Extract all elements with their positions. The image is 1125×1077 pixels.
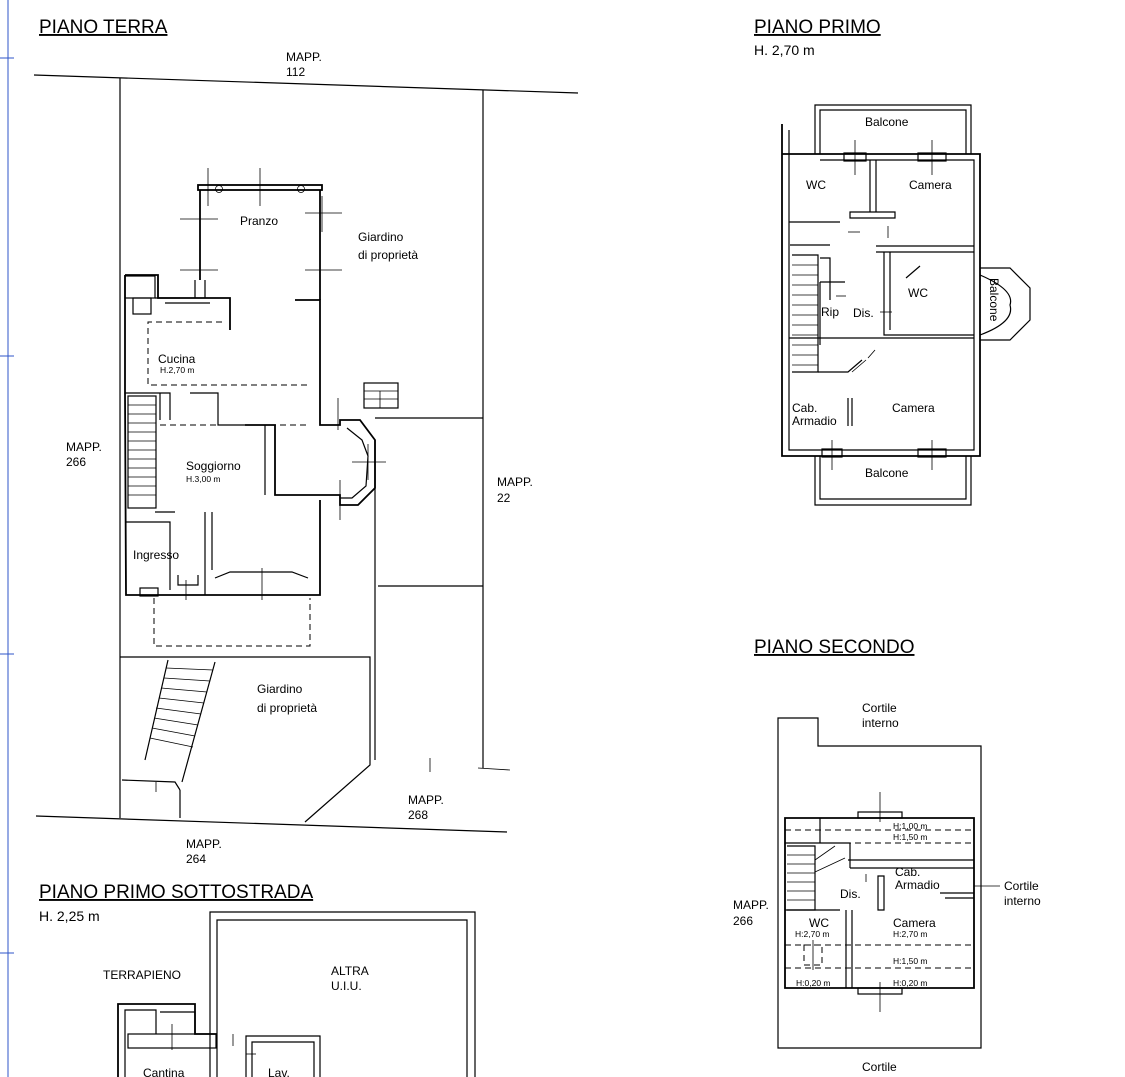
sf-cortile-bottom: Cortile xyxy=(862,1060,897,1074)
sf-cortile-side-a: Cortile xyxy=(1004,879,1039,893)
parcel-264-a: MAPP. xyxy=(186,837,222,851)
ff-cab-b: Armadio xyxy=(792,414,837,428)
garden-label-2a: Giardino xyxy=(257,682,303,696)
room-ingresso: Ingresso xyxy=(133,548,179,562)
ground-floor-title: PIANO TERRA xyxy=(39,17,168,38)
parcel-112-a: MAPP. xyxy=(286,50,322,64)
sf-cab-a: Cab. xyxy=(895,865,920,879)
parcel-264-b: 264 xyxy=(186,852,206,866)
parcel-268-b: 268 xyxy=(408,808,428,822)
bs-altra-a: ALTRA xyxy=(331,964,369,978)
bs-lav: Lav. xyxy=(268,1066,290,1077)
parcel-112-b: 112 xyxy=(286,65,305,79)
ff-wc-2: WC xyxy=(908,286,928,300)
parcel-266-b: 266 xyxy=(66,455,86,469)
first-floor-title: PIANO PRIMO xyxy=(754,17,881,38)
sf-h150b: H:1,50 m xyxy=(893,956,928,966)
room-cucina-height: H.2,70 m xyxy=(160,365,195,375)
sf-h020b: H:0,20 m xyxy=(893,978,928,988)
ff-cab-a: Cab. xyxy=(792,401,817,415)
garden-label-2b: di proprietà xyxy=(257,701,317,715)
second-floor-plan: PIANO SECONDO xyxy=(733,637,1041,1074)
parcel-22-a: MAPP. xyxy=(497,475,533,489)
basement-height: H. 2,25 m xyxy=(39,908,100,924)
first-floor-plan: PIANO PRIMO H. 2,70 m xyxy=(754,17,1031,506)
sf-mapp-b: 266 xyxy=(733,914,753,928)
ff-dis: Dis. xyxy=(853,306,874,320)
ff-balcone-side: Balcone xyxy=(987,278,1001,322)
basement-title: PIANO PRIMO SOTTOSTRADA xyxy=(39,882,313,903)
ground-floor-plan: PIANO TERRA xyxy=(33,17,579,866)
sf-mapp-a: MAPP. xyxy=(733,898,769,912)
sf-h020a: H:0,20 m xyxy=(796,978,831,988)
sf-h150a: H:1,50 m xyxy=(893,832,928,842)
sf-cortile-top-b: interno xyxy=(862,716,899,730)
basement-plan: PIANO PRIMO SOTTOSTRADA H. 2,25 m TERRAP… xyxy=(39,882,476,1077)
sf-cortile-side-b: interno xyxy=(1004,894,1041,908)
second-floor-stair xyxy=(787,845,846,911)
room-cucina: Cucina xyxy=(158,352,196,366)
ff-balcone-top: Balcone xyxy=(865,115,909,129)
ff-camera-1: Camera xyxy=(909,178,952,192)
sf-wc: WC xyxy=(809,916,829,930)
parcel-22-b: 22 xyxy=(497,491,511,505)
sheet-margin xyxy=(0,0,14,1077)
sf-cab-b: Armadio xyxy=(895,878,940,892)
first-floor-stair xyxy=(792,254,863,373)
sf-dis: Dis. xyxy=(840,887,861,901)
ff-balcone-bottom: Balcone xyxy=(865,466,909,480)
bs-terrapieno: TERRAPIENO xyxy=(103,968,181,982)
sf-cortile-top-a: Cortile xyxy=(862,701,897,715)
bs-altra-b: U.I.U. xyxy=(331,979,362,993)
sf-camera-height: H:2,70 m xyxy=(893,929,928,939)
parcel-266-a: MAPP. xyxy=(66,440,102,454)
first-floor-height: H. 2,70 m xyxy=(754,42,815,58)
room-soggiorno: Soggiorno xyxy=(186,459,241,473)
sf-camera: Camera xyxy=(893,916,936,930)
ff-camera-2: Camera xyxy=(892,401,935,415)
parcel-268-a: MAPP. xyxy=(408,793,444,807)
room-soggiorno-height: H.3,00 m xyxy=(186,474,221,484)
exterior-stair xyxy=(144,659,216,783)
sf-wc-height: H:2,70 m xyxy=(795,929,830,939)
garden-label-1b: di proprietà xyxy=(358,248,418,262)
room-pranzo: Pranzo xyxy=(240,214,278,228)
ground-stairs xyxy=(127,395,157,509)
ff-rip: Rip xyxy=(821,305,839,319)
ff-wc-1: WC xyxy=(806,178,826,192)
sf-h100: H:1,00 m xyxy=(893,821,928,831)
second-floor-title: PIANO SECONDO xyxy=(754,637,914,658)
garden-label-1a: Giardino xyxy=(358,230,404,244)
bs-cantina: Cantina xyxy=(143,1066,185,1077)
